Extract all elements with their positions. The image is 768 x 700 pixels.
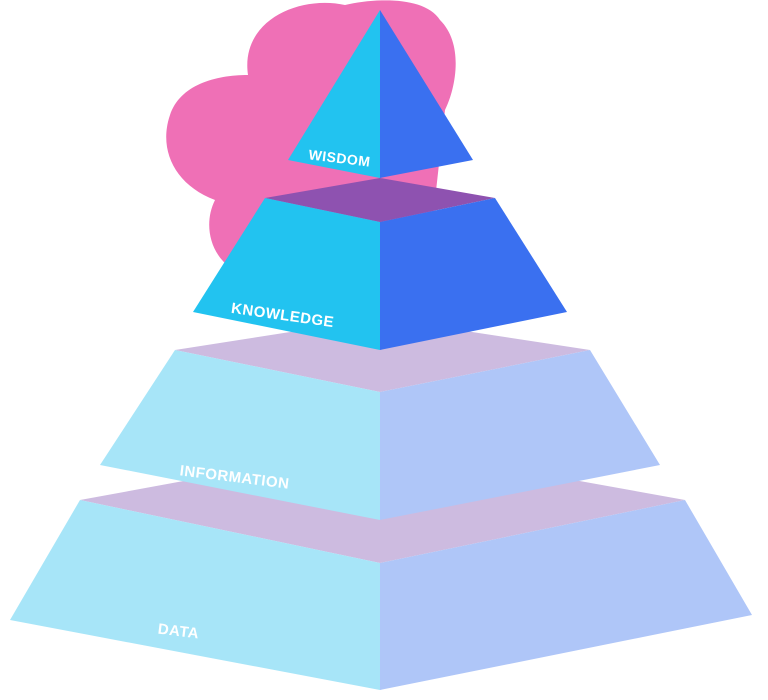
tier-knowledge-top-face bbox=[265, 178, 495, 222]
tier-wisdom-front-left bbox=[288, 10, 380, 178]
tier-data-front-left bbox=[10, 500, 380, 690]
tier-information: INFORMATION bbox=[100, 318, 660, 520]
tier-wisdom-front-right bbox=[380, 10, 473, 178]
label-wisdom: WISDOM bbox=[308, 146, 372, 169]
tier-information-front-left bbox=[100, 350, 380, 520]
tier-information-front-right bbox=[380, 350, 660, 520]
tier-wisdom: WISDOM bbox=[288, 10, 473, 178]
tier-knowledge-front-left bbox=[193, 198, 380, 350]
label-data: DATA bbox=[157, 621, 200, 643]
tier-knowledge: KNOWLEDGE bbox=[193, 178, 567, 350]
tier-information-top-face bbox=[175, 318, 590, 392]
tier-knowledge-front-right bbox=[380, 198, 567, 350]
tier-data-front-right bbox=[380, 500, 752, 690]
